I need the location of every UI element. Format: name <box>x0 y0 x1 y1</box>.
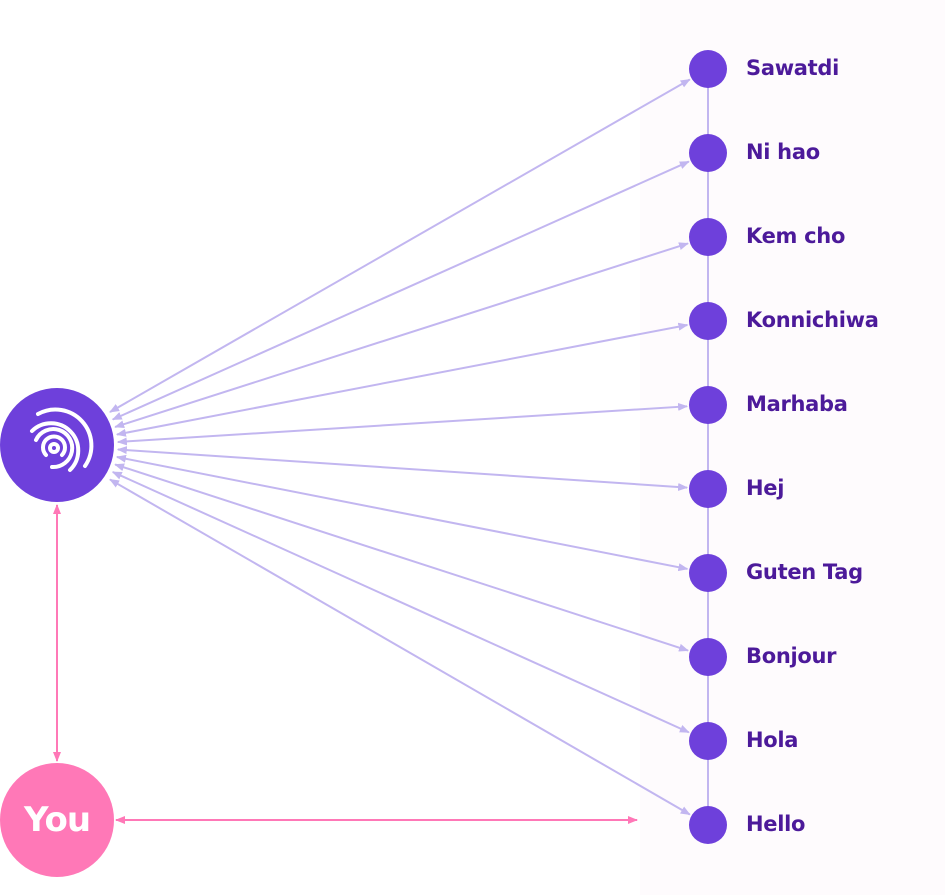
greeting-label: Ni hao <box>746 140 820 164</box>
edge-hello <box>109 478 691 816</box>
greeting-node[interactable] <box>689 722 727 760</box>
greeting-label: Kem cho <box>746 224 846 248</box>
greeting-node[interactable] <box>689 134 727 172</box>
greeting-label: Guten Tag <box>746 560 863 584</box>
greeting-label: Sawatdi <box>746 56 840 80</box>
greeting-label: Hej <box>746 476 785 500</box>
greeting-node[interactable] <box>689 638 727 676</box>
greeting-node[interactable] <box>689 50 727 88</box>
greeting-node[interactable] <box>689 806 727 844</box>
edge-kem-cho <box>114 242 689 429</box>
greeting-label: Hello <box>746 812 806 836</box>
hub-node[interactable] <box>0 388 114 502</box>
greeting-label: Bonjour <box>746 644 837 668</box>
edge-hola <box>111 471 690 734</box>
you-node[interactable] <box>0 763 114 877</box>
greeting-node[interactable] <box>689 386 727 424</box>
edge-bonjour <box>114 463 689 652</box>
edge-sawatdi <box>109 78 691 413</box>
greeting-label: Marhaba <box>746 392 848 416</box>
greeting-label: Konnichiwa <box>746 308 879 332</box>
greeting-node[interactable] <box>689 218 727 256</box>
greeting-label: Hola <box>746 728 799 752</box>
fingerprint-signal-icon <box>30 407 94 472</box>
greeting-node[interactable] <box>689 554 727 592</box>
edge-marhaba <box>116 402 689 446</box>
greeting-node[interactable] <box>689 302 727 340</box>
edge-hej <box>116 446 689 491</box>
you-label: You <box>23 800 91 840</box>
greeting-node[interactable] <box>689 470 727 508</box>
